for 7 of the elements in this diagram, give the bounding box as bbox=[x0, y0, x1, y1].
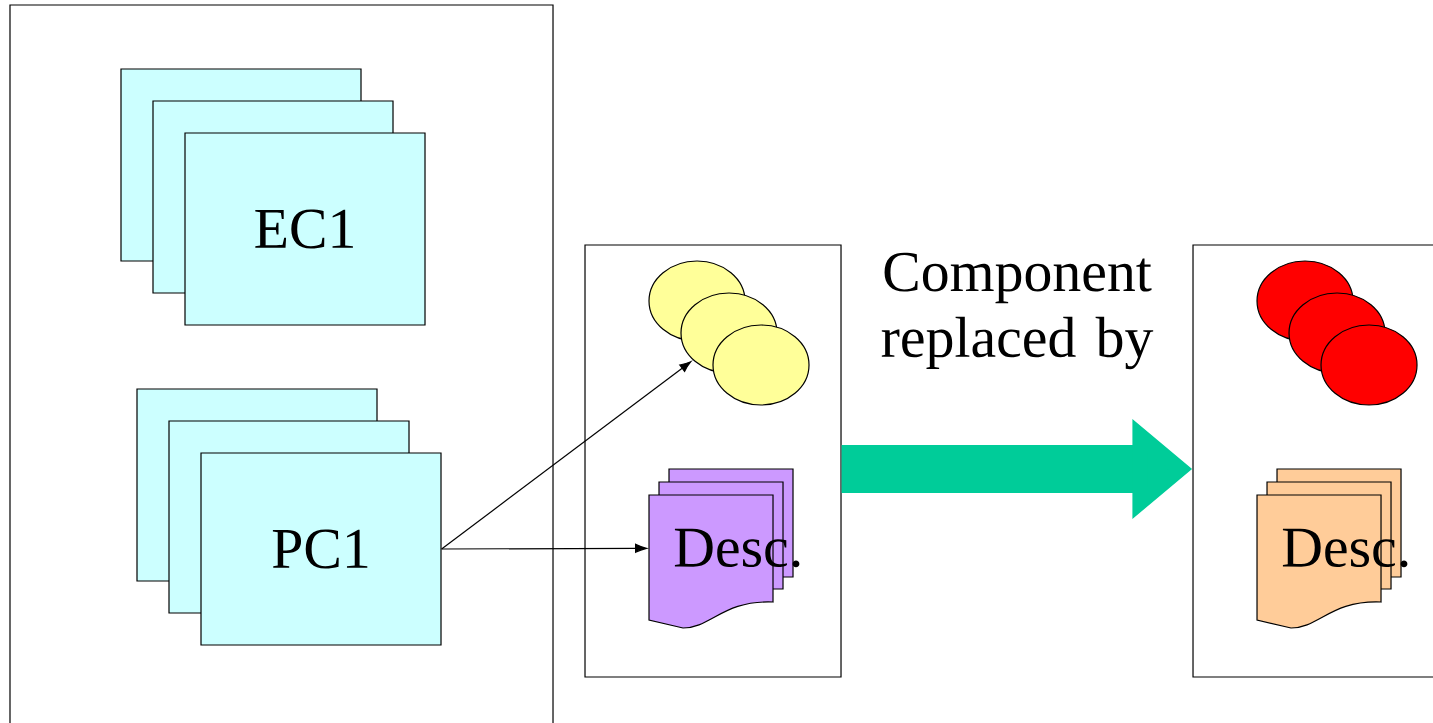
component-box: EC1 bbox=[184, 132, 426, 326]
arrow bbox=[441, 361, 692, 550]
ellipse-shape bbox=[1320, 324, 1418, 406]
component-box: PC1 bbox=[200, 452, 442, 646]
ellipse-shape bbox=[712, 324, 810, 406]
edge-label: Component replaced by bbox=[881, 252, 1154, 370]
arrow bbox=[441, 543, 647, 553]
